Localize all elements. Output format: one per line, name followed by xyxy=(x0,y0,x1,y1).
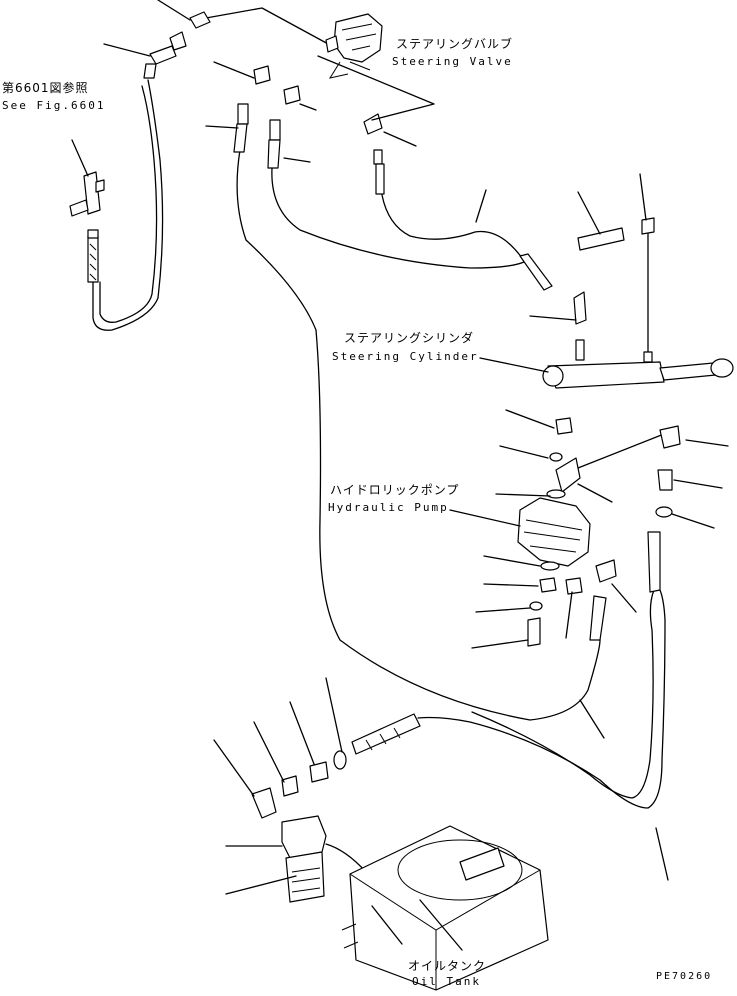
steering-valve-label-en: Steering Valve xyxy=(392,55,513,68)
steering-valve-icon xyxy=(325,13,383,79)
elbow-fitting-icon xyxy=(149,11,383,165)
oil-tank-label-jp: オイルタンク xyxy=(408,959,487,973)
figure-code: PE70260 xyxy=(656,971,713,982)
steering-cylinder-icon xyxy=(542,217,734,389)
steering-cylinder-label-en: Steering Cylinder xyxy=(332,350,479,363)
hose-lines xyxy=(92,7,666,873)
reference-label-jp: 第6601図参照 xyxy=(2,81,89,95)
steering-valve-label-jp: ステアリングバルブ xyxy=(396,37,514,51)
reference-label-en: See Fig.6601 xyxy=(2,99,106,112)
oil-filter-icon xyxy=(281,815,327,903)
hydraulic-pump-icon xyxy=(517,417,681,647)
oil-tank-label-en: Oil Tank xyxy=(412,975,481,988)
hose-icon xyxy=(87,63,661,755)
leader-lines xyxy=(103,0,729,951)
steering-cylinder-label-jp: ステアリングシリンダ xyxy=(344,331,475,345)
hydraulic-pump-label-en: Hydraulic Pump xyxy=(328,501,449,514)
tee-fitting-icon xyxy=(69,139,105,239)
oil-tank-icon xyxy=(341,825,549,991)
hydraulic-pump-label-jp: ハイドロリックポンプ xyxy=(330,483,460,497)
suction-fittings xyxy=(251,750,347,819)
